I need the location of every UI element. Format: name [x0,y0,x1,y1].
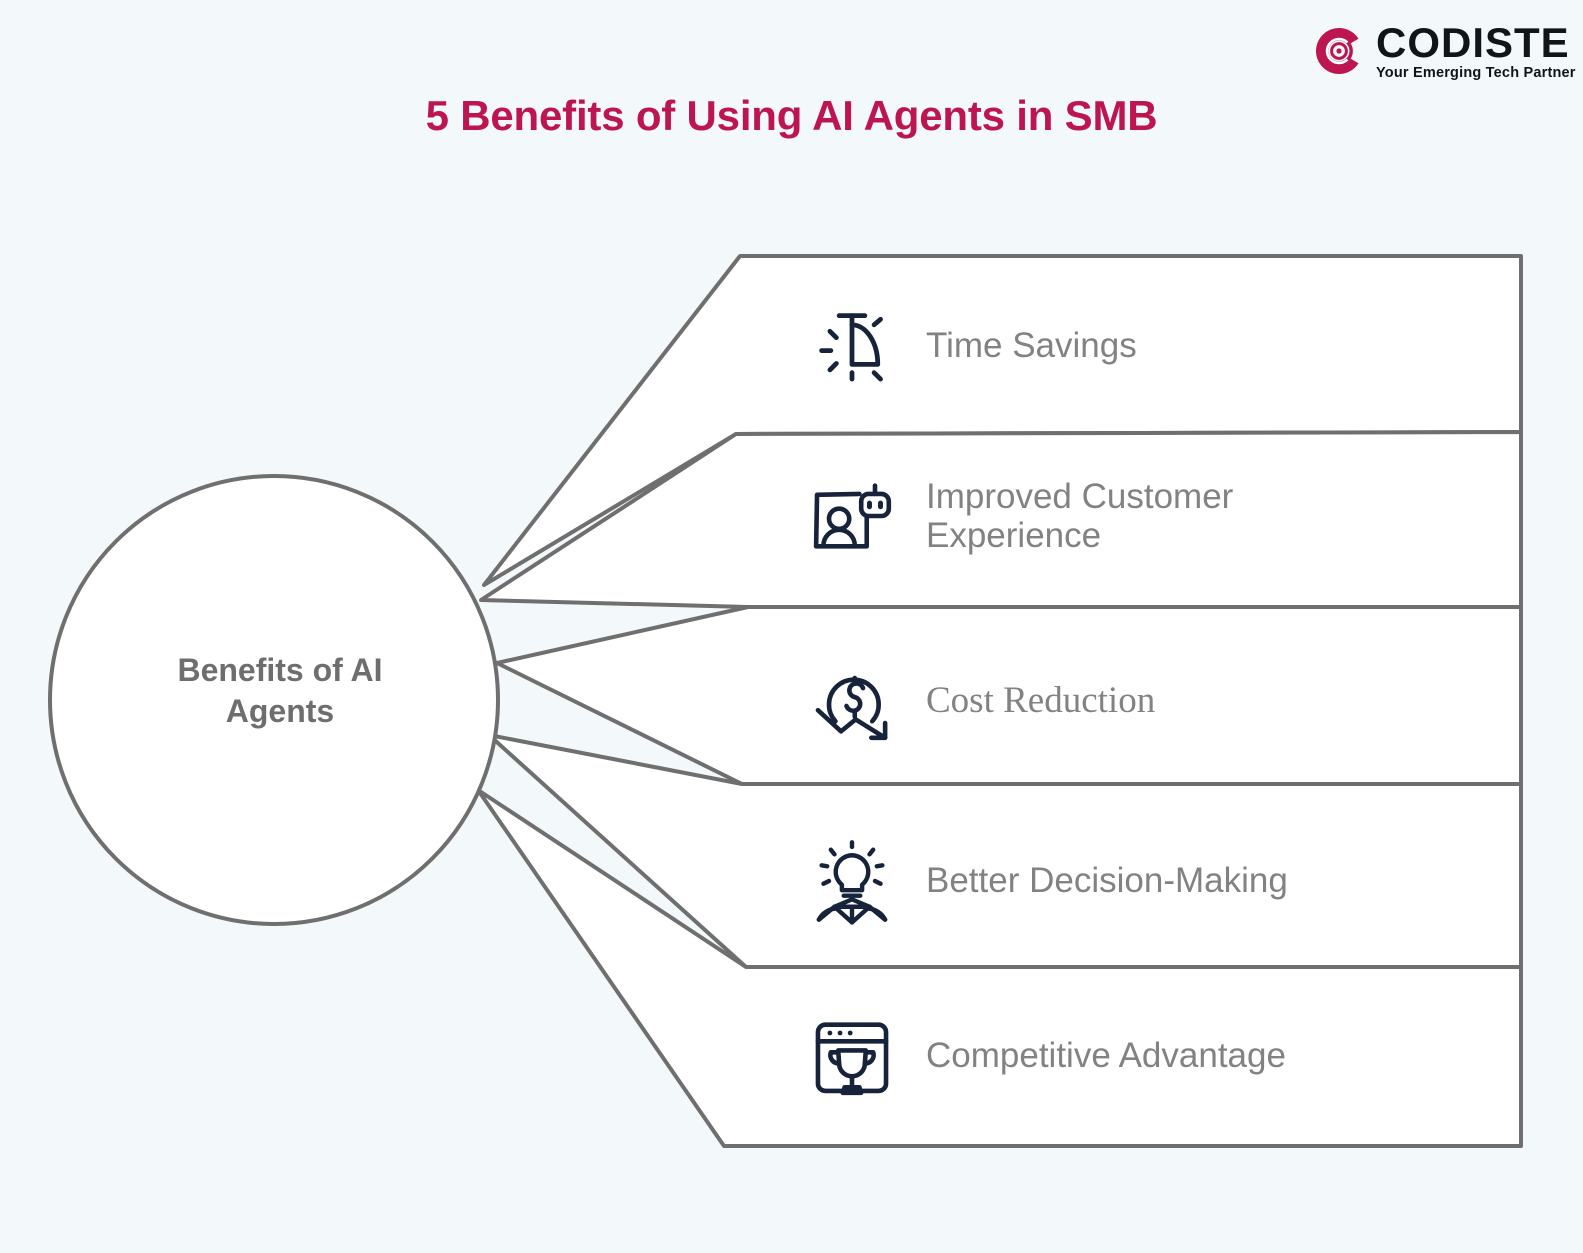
brand-name: CODISTE [1376,19,1570,66]
band-3-shape [495,605,1523,786]
benefit-label-line-1: Improved Customer [926,476,1234,516]
benefit-row-cost-reduction[interactable]: Cost Reduction [806,655,1155,747]
lightbulb-network-idea-icon [816,840,888,925]
codiste-circular-c-logo-icon [1316,28,1359,75]
page-title: 5 Benefits of Using AI Agents in SMB [425,92,1158,139]
brand-tagline: Your Emerging Tech Partner [1376,65,1576,81]
benefit-label-line-2: Experience [926,516,1102,555]
dollar-coin-down-arrow-icon [815,675,888,741]
customer-with-robot-icon [813,483,892,549]
benefit-row-time-savings[interactable]: Time Savings [806,300,1137,392]
browser-trophy-icon [815,1022,889,1096]
hub-label-line-1: Benefits of AI [177,652,383,688]
benefit-label: Improved Customer Experience [926,477,1233,555]
benefit-row-improved-customer-experience[interactable]: Improved Customer Experience [806,470,1233,562]
band-4-shape [487,733,1523,969]
benefit-label: Competitive Advantage [926,1036,1286,1076]
band-5-shape [476,788,1523,1148]
hub-label: Benefits of AI Agents [105,650,455,732]
brand-logo: CODISTE Your Emerging Tech Partner [1312,22,1576,81]
stopwatch-timer-icon [819,313,883,382]
benefit-label: Cost Reduction [926,680,1156,722]
band-2-shape [479,430,1523,609]
benefit-label: Time Savings [926,326,1137,366]
benefit-row-better-decision-making[interactable]: Better Decision-Making [806,835,1288,927]
benefit-label: Better Decision-Making [926,861,1288,901]
benefit-row-competitive-advantage[interactable]: Competitive Advantage [806,1010,1286,1102]
hub-label-line-2: Agents [225,692,335,729]
hub-circle [48,474,500,926]
